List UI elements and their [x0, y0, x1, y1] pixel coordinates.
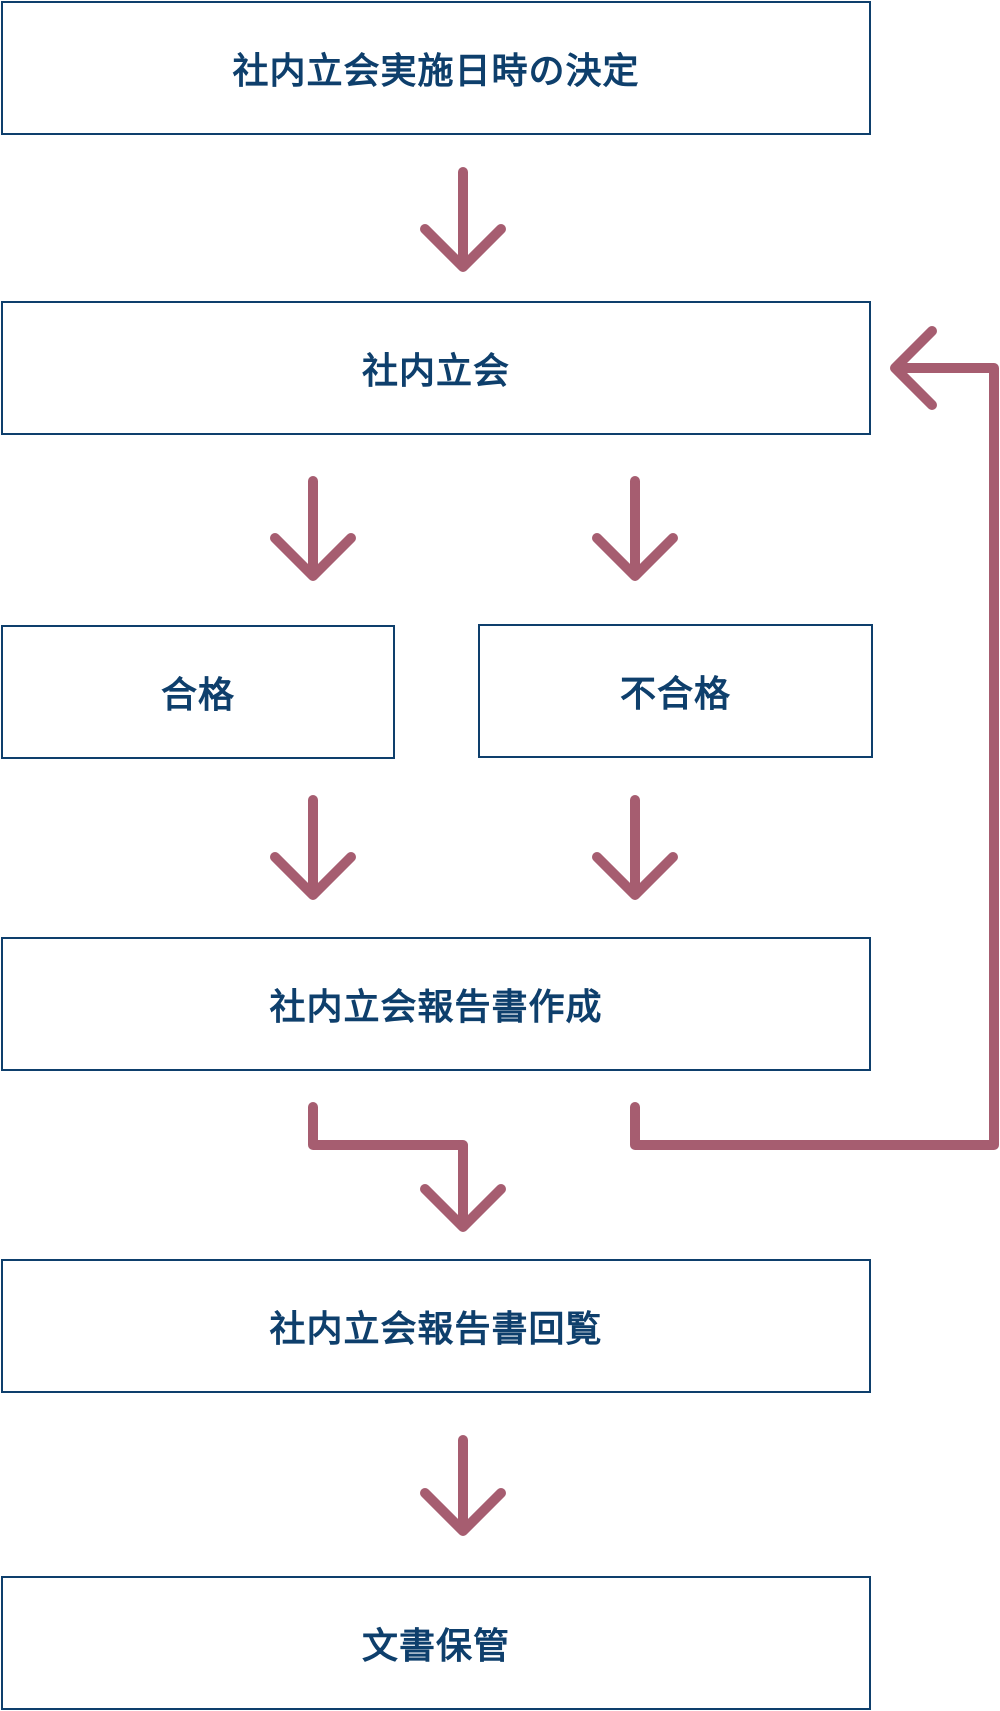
- arrow-circulate-to-storage: [420, 1435, 506, 1536]
- step-circulate-label: 社内立会報告書回覧: [269, 1309, 603, 1350]
- step-decide-date-box: 社内立会実施日時の決定: [1, 1, 871, 135]
- arrow-report-to-circulate: [308, 1102, 506, 1232]
- result-pass-box: 合格: [1, 625, 395, 759]
- result-pass-label: 合格: [160, 675, 235, 716]
- step-circulate-box: 社内立会報告書回覧: [1, 1259, 871, 1393]
- step-storage-label: 文書保管: [361, 1626, 510, 1667]
- step-storage-box: 文書保管: [1, 1576, 871, 1710]
- step-report-box: 社内立会報告書作成: [1, 937, 871, 1071]
- step-meeting-label: 社内立会: [361, 351, 510, 392]
- arrow-pass-to-report: [270, 795, 356, 900]
- result-fail-label: 不合格: [619, 674, 731, 715]
- arrow-meeting-to-fail: [592, 476, 678, 581]
- arrow-fail-to-report: [592, 795, 678, 900]
- arrow-decide-to-meeting: [420, 167, 506, 272]
- step-report-label: 社内立会報告書作成: [269, 987, 603, 1028]
- step-decide-date-label: 社内立会実施日時の決定: [232, 51, 640, 92]
- result-fail-box: 不合格: [478, 624, 873, 758]
- step-meeting-box: 社内立会: [1, 301, 871, 435]
- arrow-meeting-to-pass: [270, 476, 356, 581]
